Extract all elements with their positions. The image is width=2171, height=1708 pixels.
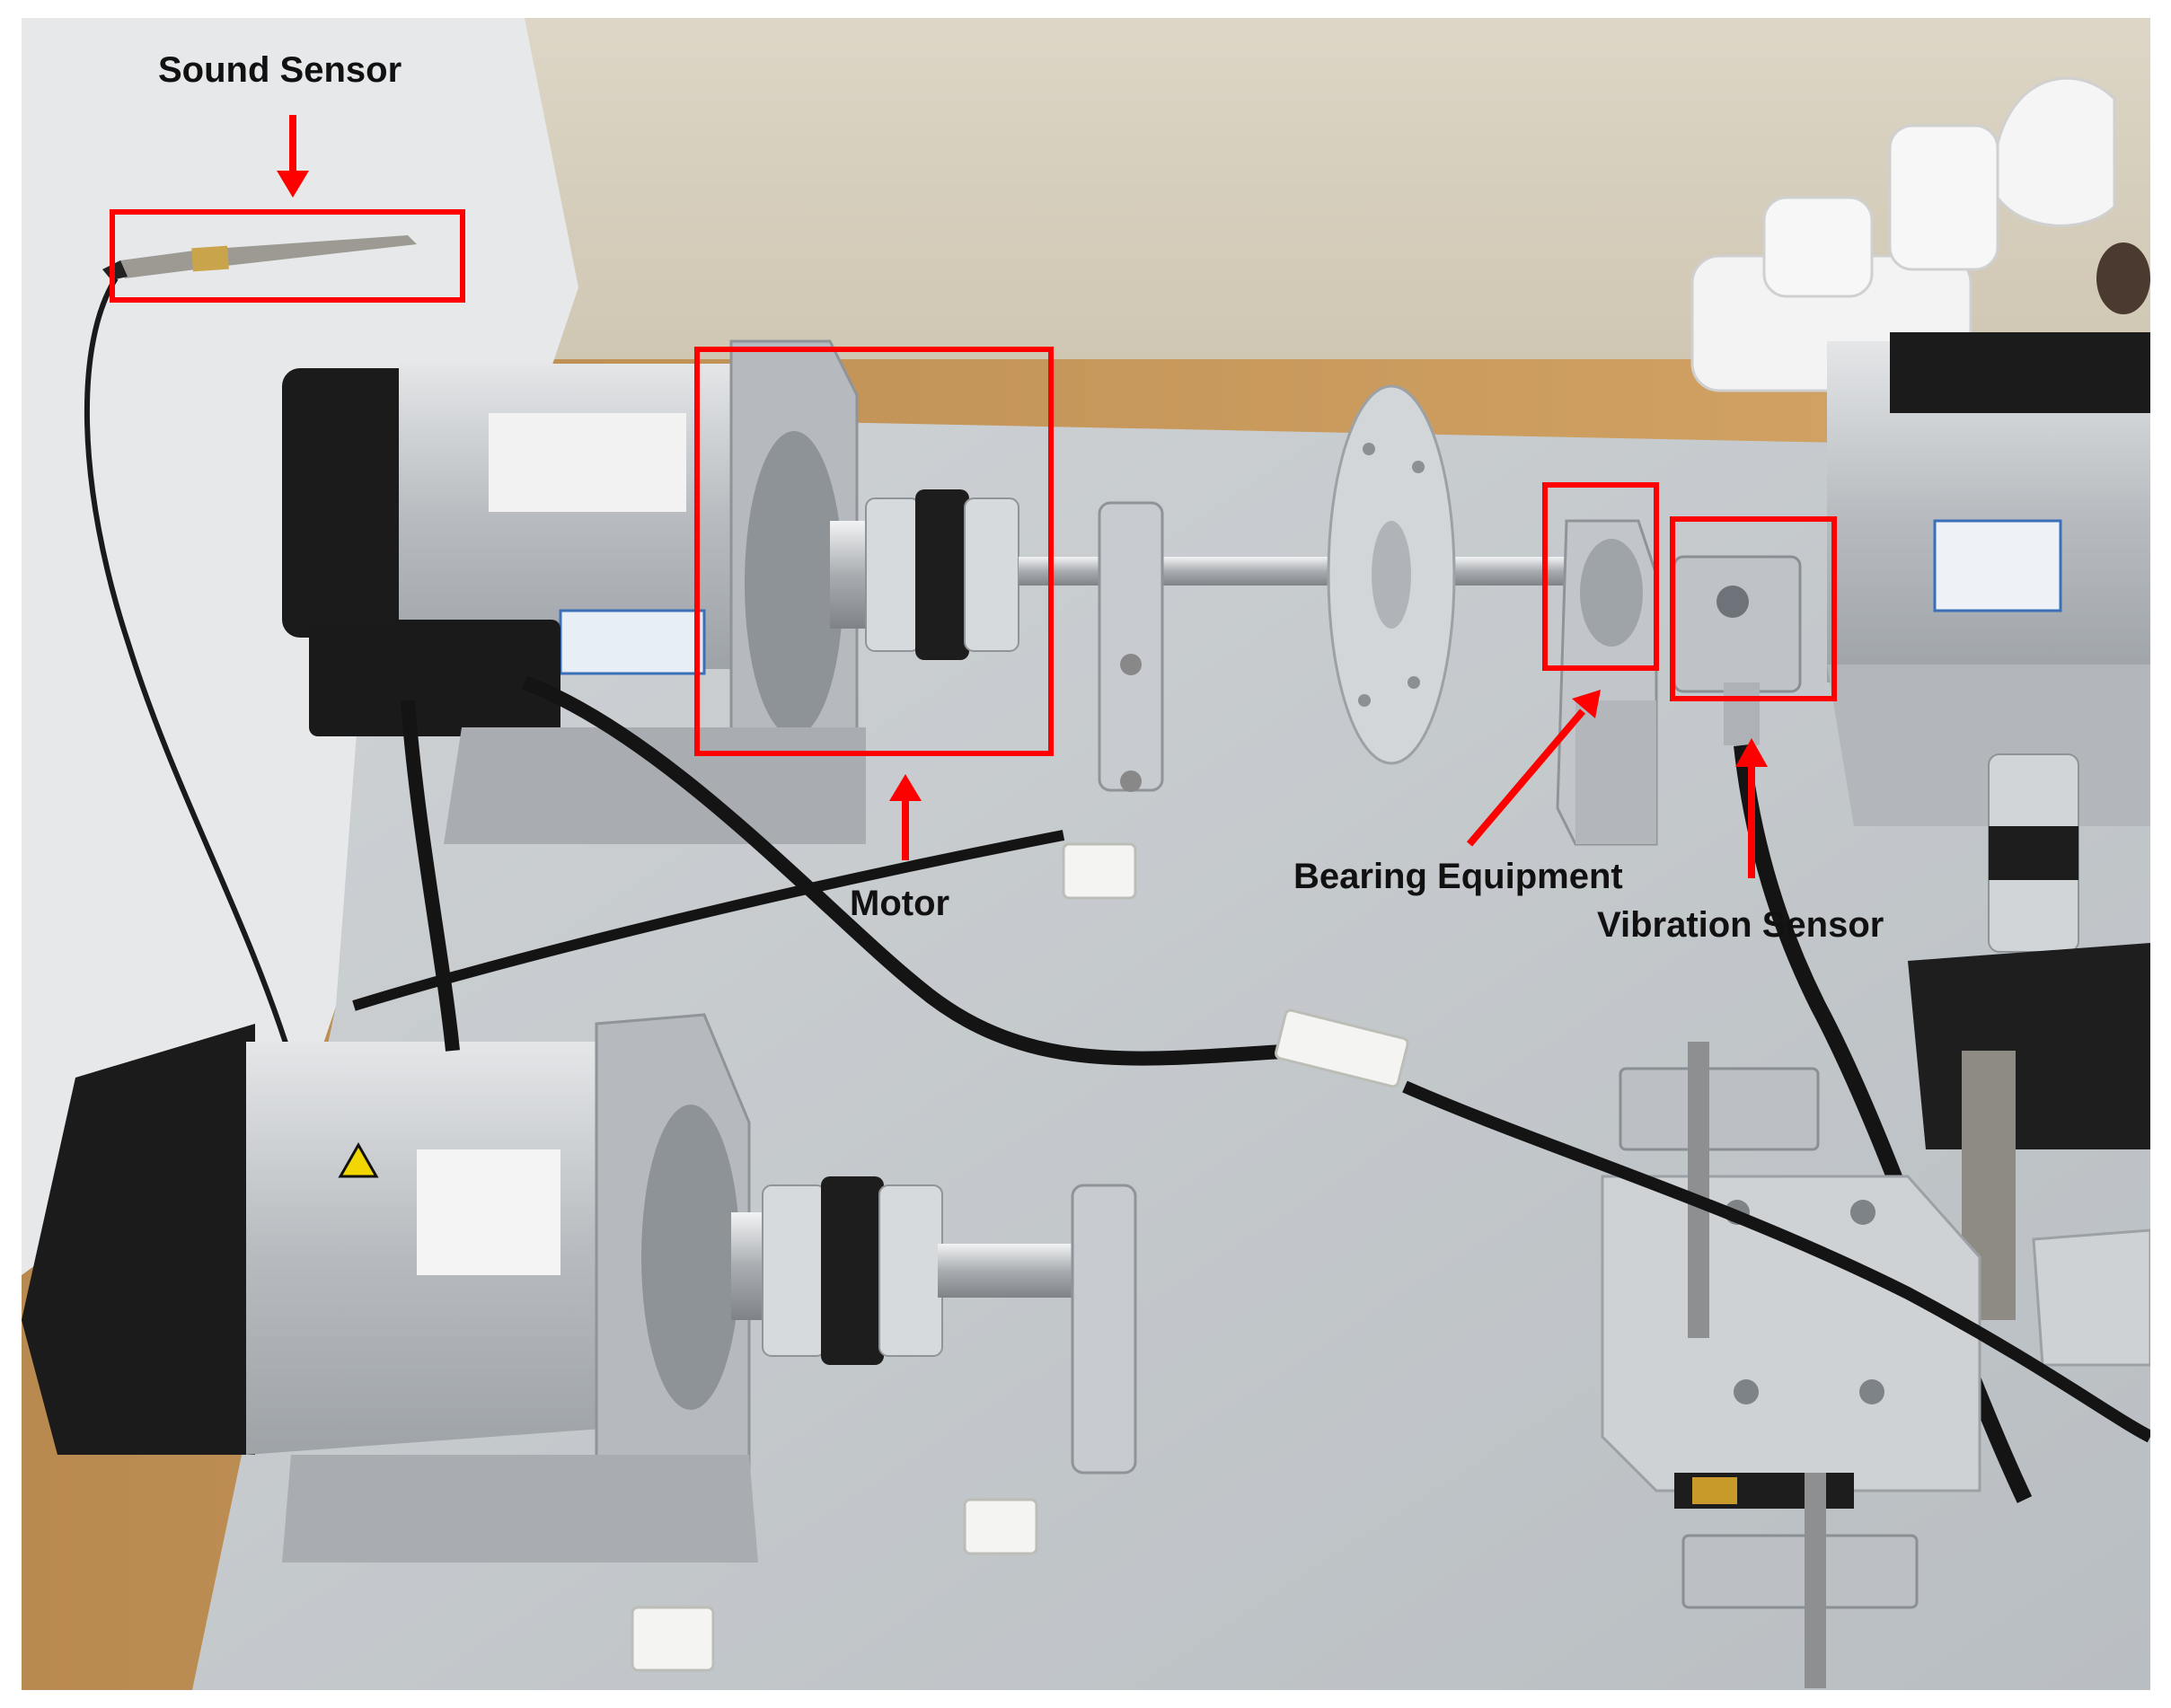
coupling-bottom <box>731 1176 1137 1475</box>
connector-1 <box>1275 1008 1409 1088</box>
motor-right <box>1827 332 2150 953</box>
motor-arrow <box>889 774 922 860</box>
sound-sensor-arrow <box>277 115 309 198</box>
motor-cable <box>522 675 1298 1066</box>
motor-box <box>694 347 1054 756</box>
test-rig-photo <box>22 18 2150 1690</box>
motor-bottom <box>22 1013 758 1563</box>
sound-sensor-cable <box>84 277 294 1061</box>
vibration-sensor-box <box>1670 516 1837 701</box>
motor-cable-3 <box>1402 1080 2150 1443</box>
vibration-sensor-label: Vibration Sensor <box>1597 905 1884 945</box>
motor-label: Motor <box>850 884 950 923</box>
connector-2 <box>1062 842 1137 900</box>
connector-3 <box>963 1498 1038 1555</box>
bearing-box <box>1542 482 1659 671</box>
bearing-equipment-label: Bearing Equipment <box>1293 857 1623 896</box>
test-rig-illustration <box>22 18 2150 1690</box>
flywheel-disc <box>1327 384 1456 765</box>
coupling-top <box>830 489 1019 660</box>
motor-cable-2 <box>401 700 460 1052</box>
bearing-arrow <box>1466 690 1601 847</box>
bearing-housing <box>1556 519 1658 846</box>
pillow-block <box>1098 501 1164 792</box>
sound-sensor-label: Sound Sensor <box>158 50 402 90</box>
sound-sensor-box <box>110 209 465 303</box>
whiteboard <box>22 18 578 1275</box>
connector-4 <box>631 1606 715 1672</box>
lead-screw-assembly <box>1601 943 2150 1688</box>
motor-cable-4 <box>352 830 1065 1011</box>
vibration-sensor-arrow <box>1735 738 1768 878</box>
